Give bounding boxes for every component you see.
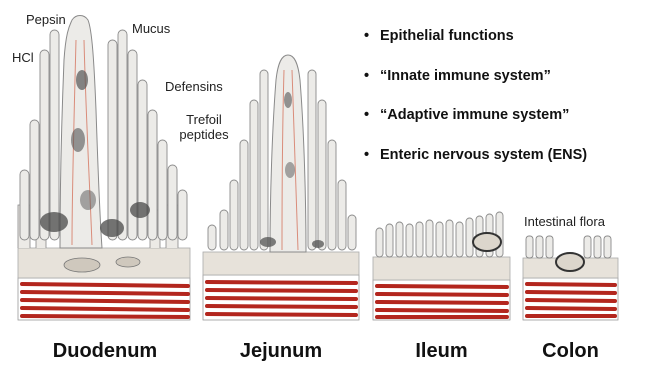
- ileum-tissue: [373, 212, 510, 320]
- ileum-submucosa: [373, 257, 510, 280]
- jejunum-villus: [270, 55, 306, 252]
- bullet-dot: •: [364, 147, 380, 163]
- peyer-patch: [473, 233, 501, 251]
- label-trefoil-peptides: Trefoil peptides: [170, 112, 238, 142]
- bullet-item: •Epithelial functions: [364, 28, 587, 68]
- bullet-item: •Enteric nervous system (ENS): [364, 147, 587, 187]
- function-bullet-list: •Epithelial functions •“Innate immune sy…: [364, 28, 587, 186]
- label-mucus: Mucus: [132, 21, 170, 36]
- colon-tissue: [523, 236, 618, 320]
- label-pepsin: Pepsin: [26, 12, 66, 27]
- bullet-dot: •: [364, 107, 380, 123]
- label-hcl: HCl: [12, 50, 34, 65]
- jejunum-submucosa: [203, 252, 359, 275]
- label-trefoil-line2: peptides: [170, 127, 238, 142]
- bullet-text: Epithelial functions: [380, 28, 514, 44]
- segment-label-jejunum: Jejunum: [203, 340, 359, 363]
- bullet-dot: •: [364, 68, 380, 84]
- segment-label-ileum: Ileum: [373, 340, 510, 363]
- label-trefoil-line1: Trefoil: [170, 112, 238, 127]
- segment-label-duodenum: Duodenum: [20, 340, 190, 363]
- duodenum-submucosa: [18, 248, 190, 278]
- bullet-text: Enteric nervous system (ENS): [380, 147, 587, 163]
- label-defensins: Defensins: [165, 79, 223, 94]
- bullet-text: “Innate immune system”: [380, 68, 551, 84]
- segment-label-colon: Colon: [523, 340, 618, 363]
- bullet-text: “Adaptive immune system”: [380, 107, 569, 123]
- jejunum-tissue: [203, 55, 359, 320]
- bullet-item: •“Innate immune system”: [364, 68, 587, 108]
- bullet-dot: •: [364, 28, 380, 44]
- lymphoid-follicle: [556, 253, 584, 271]
- duodenum-tissue: [18, 16, 190, 321]
- bullet-item: •“Adaptive immune system”: [364, 107, 587, 147]
- label-intestinal-flora: Intestinal flora: [524, 214, 605, 229]
